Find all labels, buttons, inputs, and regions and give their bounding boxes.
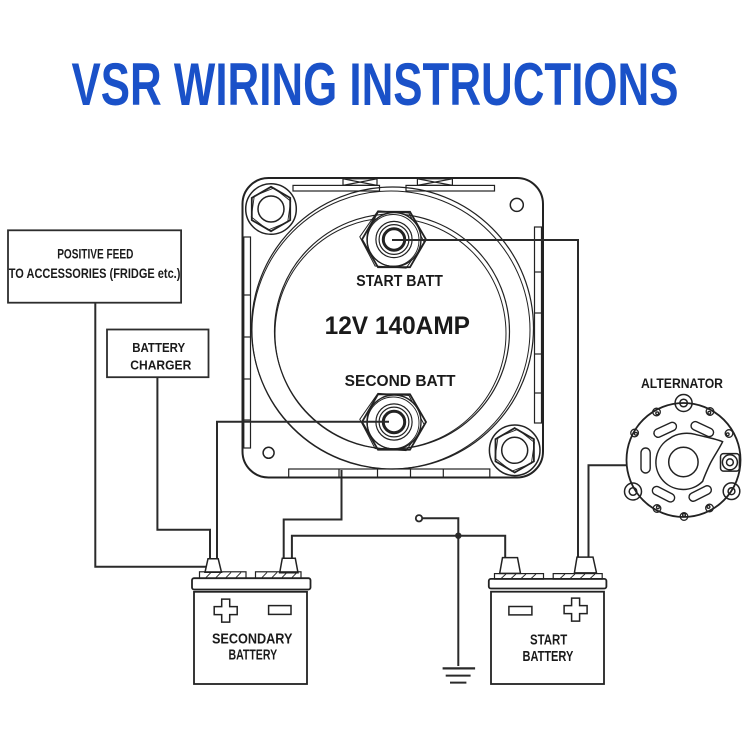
svg-text:BATTERY: BATTERY [132, 340, 185, 355]
svg-text:SECONDARY: SECONDARY [212, 631, 293, 648]
svg-text:CHARGER: CHARGER [130, 357, 192, 372]
svg-text:START BATT: START BATT [356, 273, 443, 290]
svg-text:VSR WIRING INSTRUCTIONS: VSR WIRING INSTRUCTIONS [72, 50, 679, 118]
svg-text:ALTERNATOR: ALTERNATOR [641, 376, 723, 391]
svg-text:SECOND BATT: SECOND BATT [345, 373, 456, 390]
svg-text:BATTERY: BATTERY [228, 647, 277, 664]
svg-text:TO ACCESSORIES (FRIDGE etc.): TO ACCESSORIES (FRIDGE etc.) [9, 265, 181, 281]
svg-text:POSITIVE FEED: POSITIVE FEED [57, 246, 133, 262]
svg-text:12V 140AMP: 12V 140AMP [325, 312, 470, 340]
svg-text:BATTERY: BATTERY [523, 648, 574, 665]
svg-text:START: START [530, 632, 567, 649]
